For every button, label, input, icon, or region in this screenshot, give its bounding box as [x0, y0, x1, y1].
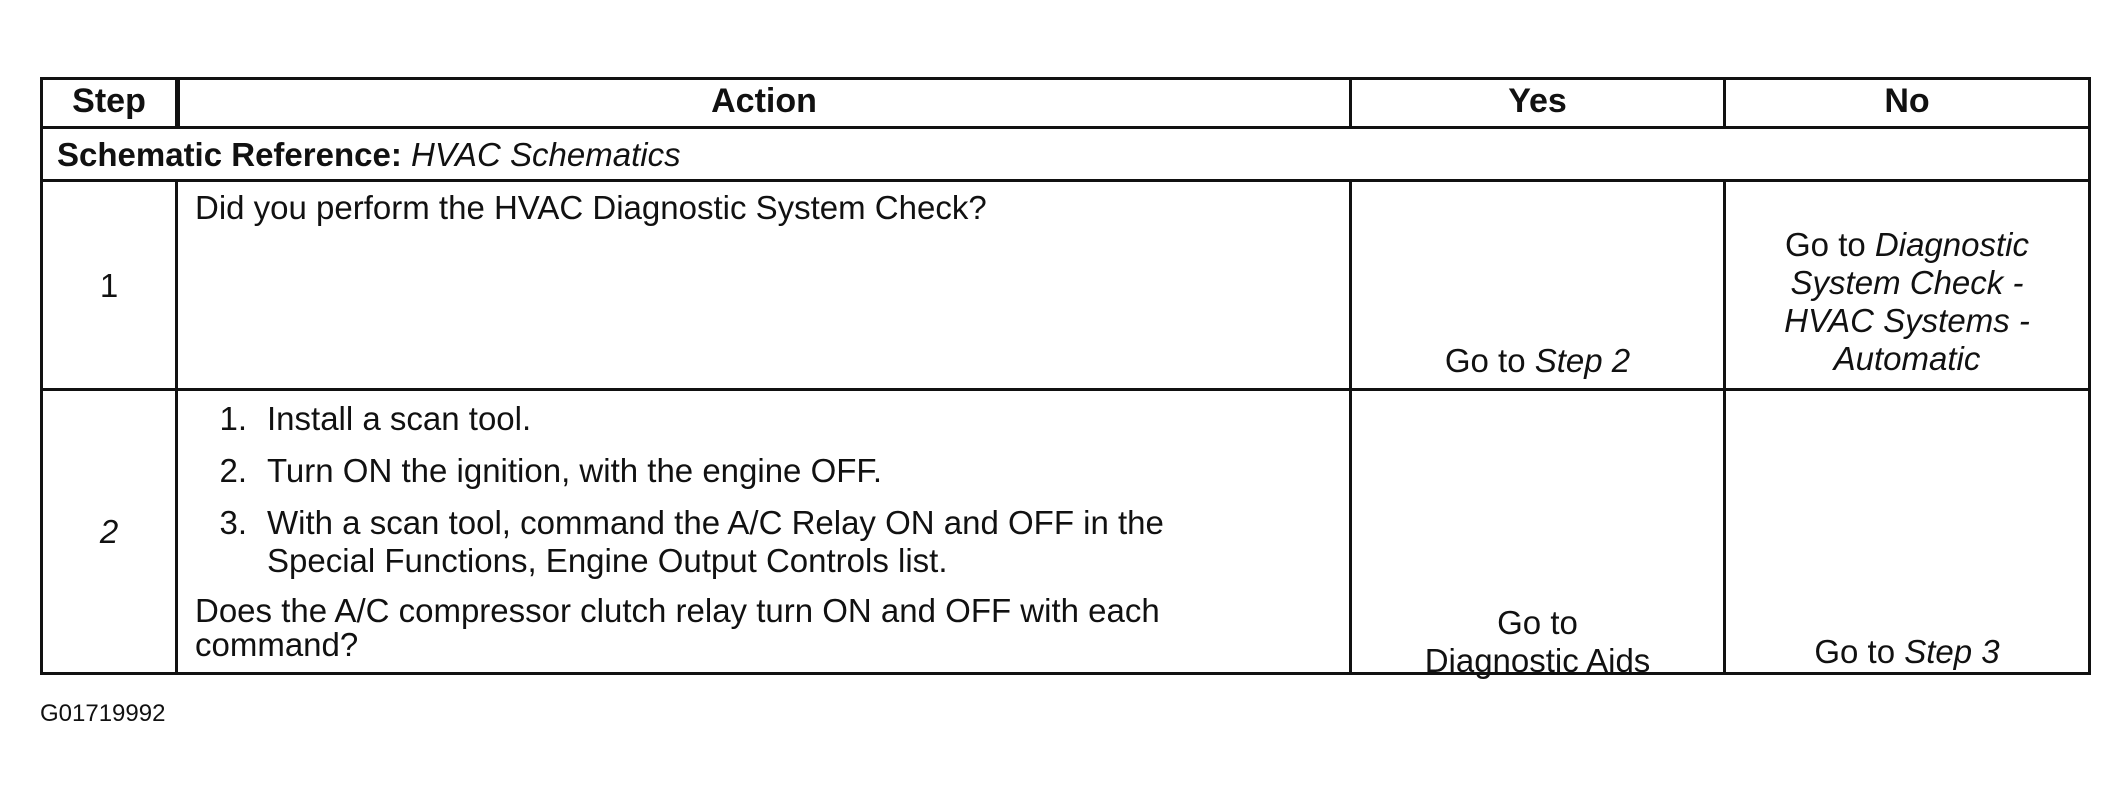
- schematic-divider: [43, 179, 2088, 182]
- row-2-question: Does the A/C compressor clutch relay tur…: [195, 594, 1345, 662]
- col-divider-step: [175, 80, 180, 126]
- row-1-divider: [43, 388, 2088, 391]
- header-no: No: [1884, 82, 1930, 120]
- col-divider-step-body: [175, 182, 178, 675]
- row-2-item-2: 2. Turn ON the ignition, with the engine…: [195, 452, 1345, 490]
- row-1-no-prefix: Go to: [1785, 226, 1866, 263]
- row-2-question-line1: Does the A/C compressor clutch relay tur…: [195, 592, 1160, 629]
- col-divider-action: [1349, 80, 1352, 126]
- row-2-action: 1. Install a scan tool. 2. Turn ON the i…: [195, 400, 1345, 662]
- row-2-item-3: 3. With a scan tool, command the A/C Rel…: [195, 504, 1345, 580]
- row-1-no-link-line4[interactable]: Automatic: [1833, 340, 1981, 377]
- col-divider-action-body: [1349, 182, 1352, 675]
- row-2-item-3-number: 3.: [219, 504, 247, 541]
- row-2-no-link[interactable]: Step 3: [1904, 633, 2000, 670]
- row-2-yes-link[interactable]: Diagnostic Aids: [1424, 642, 1651, 679]
- figure-code: G01719992: [40, 700, 166, 727]
- row-2-item-3-text-line1: With a scan tool, command the A/C Relay …: [267, 504, 1164, 541]
- header-step: Step: [72, 82, 146, 120]
- header-action: Action: [711, 82, 817, 120]
- row-1-no-link-line1[interactable]: Diagnostic: [1874, 226, 2029, 263]
- row-2-item-2-number: 2.: [219, 452, 247, 489]
- row-2-yes-prefix: Go to: [1497, 604, 1578, 641]
- row-2-yes: Go to Diagnostic Aids: [1352, 604, 1723, 680]
- row-2-step: 2: [99, 513, 119, 550]
- schematic-label: Schematic Reference:: [57, 136, 402, 173]
- header-yes: Yes: [1508, 82, 1567, 120]
- row-2-no-prefix: Go to: [1814, 633, 1896, 670]
- row-1-no-link-line3[interactable]: HVAC Systems -: [1784, 302, 2030, 339]
- schematic-link[interactable]: HVAC Schematics: [411, 136, 681, 173]
- row-2-item-1-text: Install a scan tool.: [267, 400, 532, 437]
- header-divider: [43, 126, 2088, 129]
- row-2-item-1-number: 1.: [219, 400, 247, 437]
- row-2-item-3-text-line2: Special Functions, Engine Output Control…: [267, 542, 948, 579]
- row-1-yes-link[interactable]: Step 2: [1534, 342, 1631, 379]
- col-divider-yes-body: [1723, 182, 1726, 675]
- row-1-no-link-line2[interactable]: System Check -: [1790, 264, 2024, 301]
- row-1-step: 1: [99, 267, 119, 304]
- row-1-no: Go to Diagnostic System Check - HVAC Sys…: [1726, 226, 2088, 378]
- row-1-yes: Go to Step 2: [1352, 342, 1723, 380]
- row-1-action: Did you perform the HVAC Diagnostic Syst…: [195, 189, 987, 226]
- row-2-item-1: 1. Install a scan tool.: [195, 400, 1345, 438]
- row-2-question-line2: command?: [195, 626, 359, 663]
- schematic-reference: Schematic Reference: HVAC Schematics: [57, 136, 2057, 174]
- col-divider-yes: [1723, 80, 1726, 126]
- row-2-item-2-text: Turn ON the ignition, with the engine OF…: [267, 452, 883, 489]
- row-2-item-3-body: With a scan tool, command the A/C Relay …: [267, 504, 1164, 580]
- row-1-yes-prefix: Go to: [1444, 342, 1526, 379]
- row-2-no: Go to Step 3: [1726, 633, 2088, 671]
- diagnostic-table: Step Action Yes No Schematic Reference: …: [40, 77, 2091, 679]
